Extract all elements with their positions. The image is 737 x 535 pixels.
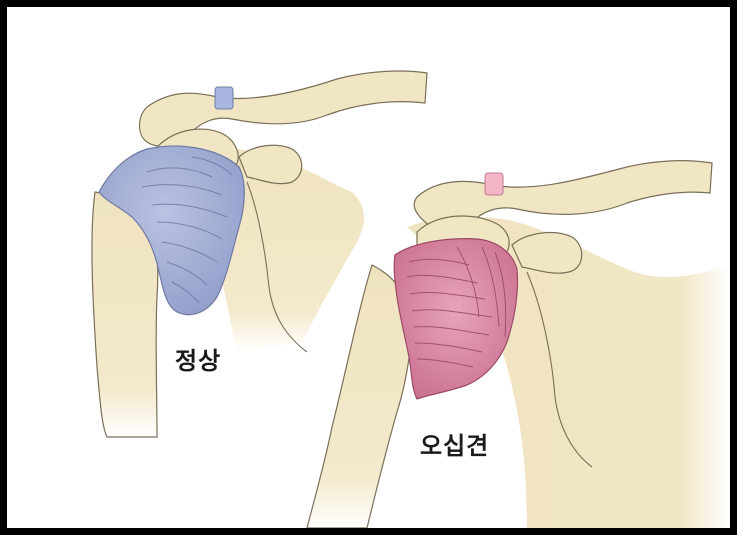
frozen-capsule-streaks <box>406 246 507 368</box>
normal-scapula-edge <box>246 181 308 353</box>
frozen-ligament-band <box>484 172 504 196</box>
frozen-humerus <box>306 264 413 528</box>
normal-joint-capsule <box>98 145 245 316</box>
normal-capsule-folds <box>141 156 233 304</box>
shoulder-joint-illustration <box>91 70 730 528</box>
normal-label: 정상 <box>175 347 222 375</box>
frozen-scapula-edge <box>526 271 593 468</box>
normal-ligament-band <box>214 86 234 110</box>
illustration-frame: 정상 오십견 <box>7 7 730 528</box>
normal-shoulder <box>91 70 428 438</box>
normal-coracoid <box>238 144 303 185</box>
frozen-coracoid <box>511 232 583 274</box>
frozen-shoulder <box>306 160 730 528</box>
frozen-shoulder-label: 오십견 <box>420 432 490 460</box>
